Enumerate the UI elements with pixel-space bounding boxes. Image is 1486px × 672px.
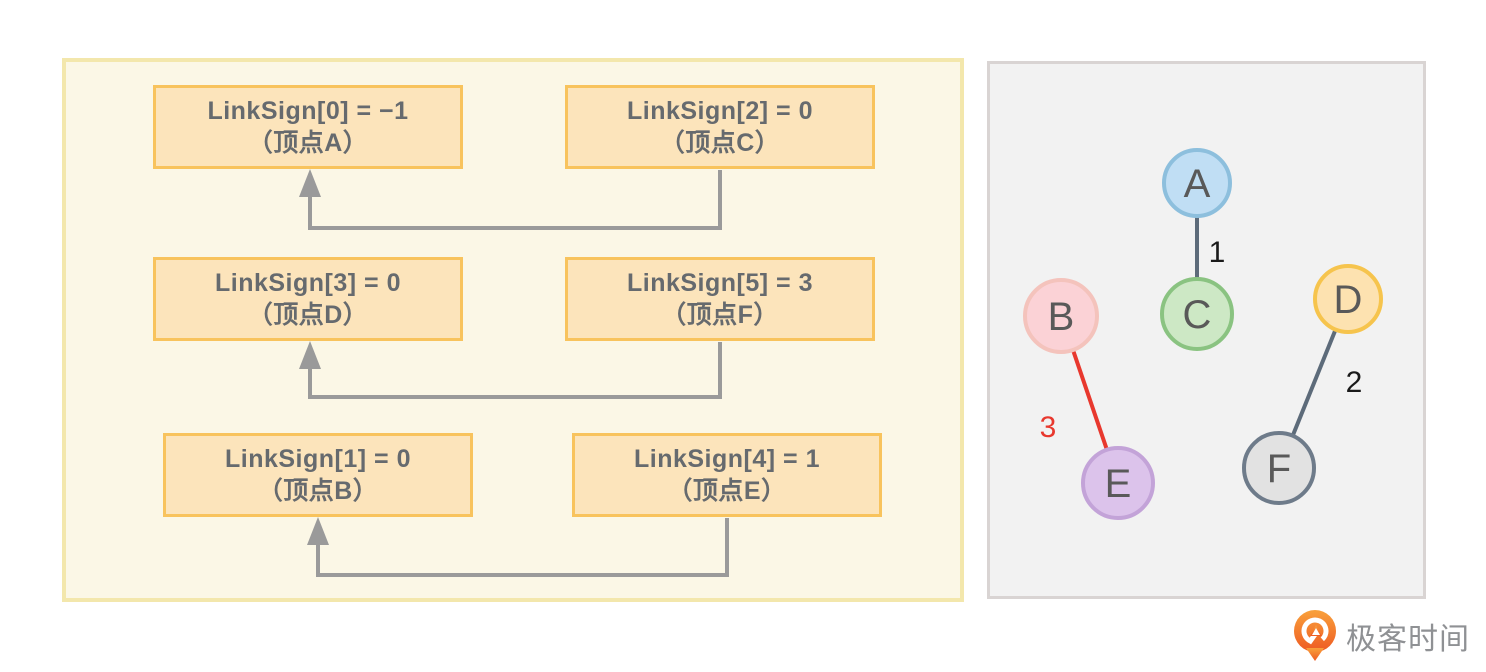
linksign-box-4: LinkSign[4] = 1 （顶点E） <box>572 433 882 517</box>
graph-panel <box>987 61 1426 599</box>
linksign-box-5-vertex: （顶点F） <box>661 301 779 329</box>
geektime-logo-text: 极客时间 <box>1346 623 1470 656</box>
linksign-box-0-value: LinkSign[0] = −1 <box>207 97 409 125</box>
linksign-box-1-value: LinkSign[1] = 0 <box>224 445 411 473</box>
linksign-box-0-vertex: （顶点A） <box>247 129 369 157</box>
linksign-box-4-vertex: （顶点E） <box>667 477 787 505</box>
geektime-logo: 极客时间 <box>1292 609 1470 663</box>
linksign-box-1-vertex: （顶点B） <box>257 477 379 505</box>
linksign-box-2: LinkSign[2] = 0 （顶点C） <box>565 85 875 169</box>
linksign-box-2-value: LinkSign[2] = 0 <box>626 97 813 125</box>
linksign-box-0: LinkSign[0] = −1 （顶点A） <box>153 85 463 169</box>
linksign-box-3: LinkSign[3] = 0 （顶点D） <box>153 257 463 341</box>
geektime-icon <box>1294 610 1336 661</box>
linksign-box-4-value: LinkSign[4] = 1 <box>633 445 820 473</box>
linksign-box-2-vertex: （顶点C） <box>659 129 781 157</box>
linksign-box-1: LinkSign[1] = 0 （顶点B） <box>163 433 473 517</box>
linksign-box-5: LinkSign[5] = 3 （顶点F） <box>565 257 875 341</box>
linksign-box-3-value: LinkSign[3] = 0 <box>214 269 401 297</box>
linksign-box-5-value: LinkSign[5] = 3 <box>626 269 813 297</box>
linksign-box-3-vertex: （顶点D） <box>247 301 369 329</box>
